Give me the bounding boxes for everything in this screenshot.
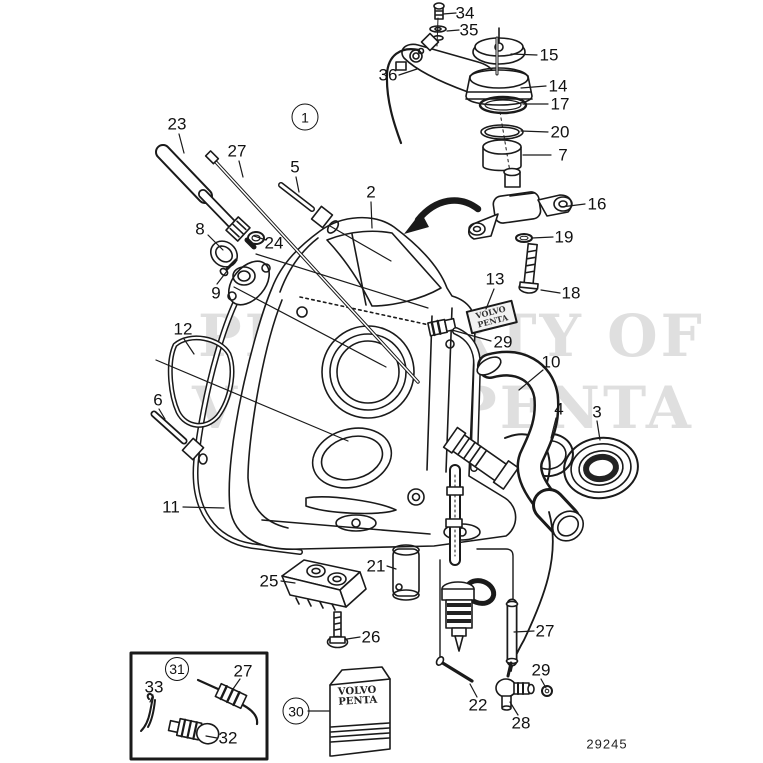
callout-24: 24 xyxy=(264,233,284,253)
fitting-28 xyxy=(495,661,535,711)
transom-shield-housing-2 xyxy=(228,216,517,550)
callout-15: 15 xyxy=(539,45,559,65)
helmet-14 xyxy=(465,36,533,106)
parts-package-30: VOLVO PENTA xyxy=(329,666,391,757)
stud-5 xyxy=(278,182,340,234)
bolt-18 xyxy=(518,242,539,294)
hose-10 xyxy=(476,350,585,542)
svg-text:PENTA: PENTA xyxy=(338,695,378,708)
callout-18: 18 xyxy=(561,283,581,303)
plug-21 xyxy=(392,544,420,601)
o-ring-17 xyxy=(478,95,528,115)
callout-20: 20 xyxy=(550,122,570,142)
decal-13: VOLVO PENTA xyxy=(465,299,518,335)
callout-27-top: 27 xyxy=(227,141,247,161)
bearing-3 xyxy=(563,436,639,500)
ring-20 xyxy=(480,124,524,140)
cable-27-top xyxy=(204,150,420,384)
bushing-7 xyxy=(482,111,522,185)
pitot-assembly xyxy=(439,464,514,662)
kit-box-31 xyxy=(129,651,269,761)
callout-7: 7 xyxy=(558,145,568,165)
callout-13: 13 xyxy=(485,269,505,289)
connector-16 xyxy=(468,167,573,240)
cotter-pin-33 xyxy=(140,692,154,732)
rotate-arrow xyxy=(404,197,482,234)
callout-33: 33 xyxy=(144,677,164,697)
o-ring-29-right xyxy=(541,685,553,697)
callout-2: 2 xyxy=(366,182,376,202)
callout-4: 4 xyxy=(554,399,564,419)
callout-17: 17 xyxy=(550,94,570,114)
callout-9: 9 xyxy=(211,283,221,303)
callout-30-circled: 30 xyxy=(282,697,310,725)
transom-seal-11 xyxy=(192,267,303,555)
callout-36: 36 xyxy=(378,65,398,85)
callout-19: 19 xyxy=(554,227,574,247)
gasket-12 xyxy=(167,335,235,428)
callout-26: 26 xyxy=(361,627,381,647)
bolt-26 xyxy=(326,611,349,649)
callout-21: 21 xyxy=(366,556,386,576)
trim-sender xyxy=(442,426,552,514)
callout-10: 10 xyxy=(541,352,561,372)
bolt-34 xyxy=(433,2,445,20)
tube-23 xyxy=(155,144,257,250)
drawing-part-number: 29245 xyxy=(586,736,628,752)
callout-28: 28 xyxy=(511,713,531,733)
callout-22: 22 xyxy=(468,695,488,715)
callout-29-mid: 29 xyxy=(493,332,513,352)
callout-5: 5 xyxy=(290,157,300,177)
tube-27-right xyxy=(505,598,519,667)
svg-text:VOLVO: VOLVO xyxy=(337,685,377,698)
callout-35: 35 xyxy=(459,20,479,40)
cable-fitting-27-box xyxy=(214,682,248,710)
callout-6: 6 xyxy=(153,390,163,410)
callout-31-circled: 31 xyxy=(165,657,189,681)
cable-36 xyxy=(385,47,425,145)
leader-lines xyxy=(149,12,601,739)
callout-1-circled: 1 xyxy=(291,103,319,131)
screw-9 xyxy=(219,258,238,277)
callout-3: 3 xyxy=(592,402,602,422)
callout-32: 32 xyxy=(218,728,238,748)
callout-23: 23 xyxy=(167,114,187,134)
o-ring-19 xyxy=(515,233,533,243)
pin-22 xyxy=(435,656,474,683)
callout-27-right: 27 xyxy=(535,621,555,641)
callout-27-box: 27 xyxy=(233,661,253,681)
callout-12: 12 xyxy=(173,319,193,339)
callout-8: 8 xyxy=(195,219,205,239)
callout-14: 14 xyxy=(548,76,568,96)
callout-29-right: 29 xyxy=(531,660,551,680)
cap-15 xyxy=(472,27,526,65)
plug-8 xyxy=(209,240,271,306)
anode-25 xyxy=(281,559,367,611)
stud-6 xyxy=(150,410,208,465)
callout-16: 16 xyxy=(587,194,607,214)
callout-34: 34 xyxy=(455,3,475,23)
callout-11: 11 xyxy=(162,497,180,517)
plug-32 xyxy=(167,717,220,745)
callout-25: 25 xyxy=(259,571,279,591)
